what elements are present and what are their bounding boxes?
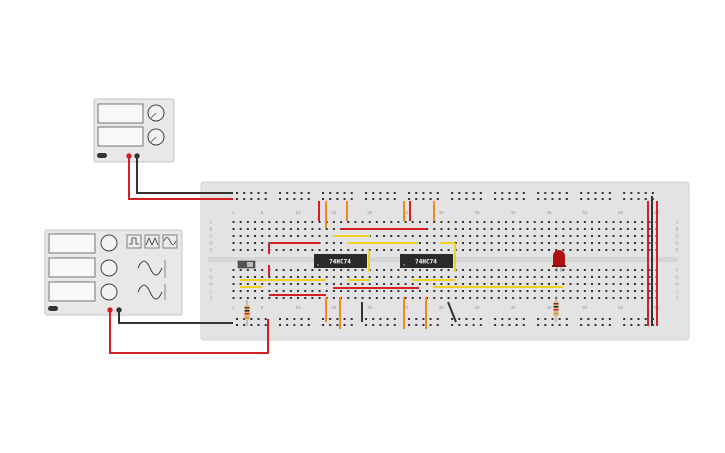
resistor-left[interactable]: [244, 300, 250, 326]
fg-display-3: [48, 281, 96, 302]
row-letter: J: [210, 296, 212, 301]
fg-knob-amplitude[interactable]: [100, 259, 118, 277]
column-number: 10: [296, 305, 302, 310]
column-number: 55: [618, 305, 624, 310]
ic-74hc74-1[interactable]: 74HC74: [314, 254, 367, 268]
column-number: 5: [261, 210, 264, 215]
row-letter: G: [675, 275, 679, 280]
column-number: 1: [232, 210, 235, 215]
fg-power-switch[interactable]: [48, 306, 58, 311]
ps-power-switch[interactable]: [97, 153, 107, 158]
fg-display-2: [48, 257, 96, 278]
wire-red-ps-positive[interactable]: [128, 156, 233, 200]
fg-knob-offset[interactable]: [100, 283, 118, 301]
row-letter: C: [209, 234, 213, 239]
column-number: 55: [618, 210, 624, 215]
column-number: 25: [403, 210, 409, 215]
row-letter: F: [210, 268, 213, 273]
row-letter: E: [675, 248, 678, 253]
row-letter: A: [675, 220, 678, 225]
row-letter: C: [675, 234, 679, 239]
wire-black-v2[interactable]: [447, 301, 457, 323]
row-letter: J: [676, 296, 678, 301]
ic-label-1: 74HC74: [329, 259, 351, 266]
row-letter: A: [209, 220, 212, 225]
fg-display-1: [48, 233, 96, 254]
row-letter: I: [210, 289, 211, 294]
function-generator[interactable]: [44, 229, 183, 316]
wires[interactable]: [109, 156, 658, 354]
column-number: 15: [331, 305, 337, 310]
breadboard[interactable]: 1155101015152020252530303535404045455050…: [200, 0, 690, 341]
column-number: 35: [475, 305, 481, 310]
wire-red-fg-positive[interactable]: [109, 310, 269, 354]
power-supply[interactable]: [93, 98, 175, 163]
fg-sine-wave-icon: [137, 260, 163, 276]
column-number: 40: [511, 210, 517, 215]
row-letter: G: [209, 275, 213, 280]
row-letter: I: [676, 289, 677, 294]
column-number: 45: [546, 210, 552, 215]
wire-black-ps-negative[interactable]: [136, 156, 233, 194]
column-number: 5: [261, 305, 264, 310]
slide-switch[interactable]: [237, 260, 256, 269]
column-number: 25: [403, 305, 409, 310]
row-letter: H: [675, 282, 678, 287]
row-letter: H: [209, 282, 212, 287]
column-number: 30: [439, 210, 445, 215]
column-number: 35: [475, 210, 481, 215]
column-number: 1: [232, 305, 235, 310]
column-number: 30: [439, 305, 445, 310]
row-letter: F: [676, 268, 679, 273]
fg-knob-frequency[interactable]: [100, 234, 118, 252]
row-letter: B: [675, 227, 678, 232]
resistor-right[interactable]: [553, 296, 559, 322]
led-red[interactable]: [552, 250, 566, 272]
row-letter: D: [209, 241, 213, 246]
column-number: 50: [582, 210, 588, 215]
column-number: 45: [546, 305, 552, 310]
column-number: 40: [511, 305, 517, 310]
fg-square-button[interactable]: [126, 234, 142, 249]
column-number: 20: [367, 210, 373, 215]
row-letter: D: [675, 241, 679, 246]
ic-label-2: 74HC74: [415, 259, 437, 266]
ps-display-voltage: [97, 103, 144, 124]
fg-sine-wave-icon-2: [137, 284, 163, 300]
wire-black-fg-negative[interactable]: [118, 310, 233, 324]
ic-74hc74-2[interactable]: 74HC74: [400, 254, 453, 268]
ps-display-current: [97, 126, 144, 147]
column-number: 15: [331, 210, 337, 215]
column-number: 10: [296, 210, 302, 215]
row-letter: E: [209, 248, 212, 253]
row-letter: B: [209, 227, 212, 232]
column-number: 50: [582, 305, 588, 310]
column-number: 20: [367, 305, 373, 310]
